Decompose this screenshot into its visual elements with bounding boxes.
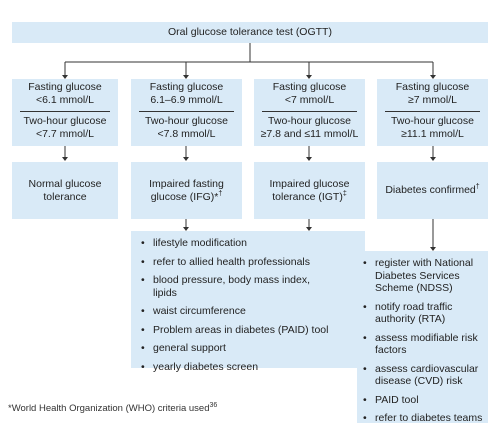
outcome-normal: Normal glucose tolerance (12, 162, 118, 219)
arrow-head (183, 227, 189, 231)
list-item: yearly diabetes screen (139, 361, 359, 374)
twohour-label: Two-hour glucose (391, 115, 474, 127)
outcome-line: tolerance (IGT)‡ (272, 190, 347, 204)
arrow-head (306, 75, 312, 79)
fasting-value: <6.1 mmol/L (35, 94, 95, 106)
twohour-label: Two-hour glucose (268, 115, 351, 127)
twohour-value: <7.8 mmol/L (157, 128, 216, 140)
outcome-line: Normal glucose (28, 177, 102, 190)
fasting-criteria: Fasting glucose 6.1–6.9 mmol/L (131, 79, 242, 109)
list-item: refer to diabetes teams (361, 412, 484, 425)
list-item: refer to allied health professionals (139, 256, 359, 269)
outcome-diabetes: Diabetes confirmed† (377, 162, 488, 219)
ogtt-title: Oral glucose tolerance test (OGTT) (168, 26, 332, 38)
list-item: lifestyle modification (139, 237, 359, 250)
list-item: Problem areas in diabetes (PAID) tool (139, 324, 359, 337)
list-item: assess cardiovascular disease (CVD) risk (361, 363, 484, 388)
arrow-head (430, 75, 436, 79)
footnote-marker: † (218, 190, 223, 197)
criteria-box-igt: Fasting glucose <7 mmol/L Two-hour gluco… (254, 79, 365, 146)
fasting-criteria: Fasting glucose <7 mmol/L (254, 79, 365, 109)
footnote-text: *World Health Organization (WHO) criteri… (8, 403, 210, 414)
list-item: general support (139, 342, 359, 355)
divider (262, 111, 357, 112)
twohour-criteria: Two-hour glucose <7.8 mmol/L (131, 113, 242, 143)
list-item: notify road traffic authority (RTA) (361, 301, 484, 326)
arrow-head (306, 227, 312, 231)
twohour-label: Two-hour glucose (23, 115, 107, 127)
outcome-line: Impaired glucose (269, 177, 350, 190)
fasting-criteria: Fasting glucose ≥7 mmol/L (377, 79, 488, 109)
fasting-value: 6.1–6.9 mmol/L (150, 94, 223, 106)
outcome-line: Diabetes confirmed† (385, 184, 479, 197)
fasting-label: Fasting glucose (272, 81, 347, 93)
criteria-box-diabetes: Fasting glucose ≥7 mmol/L Two-hour gluco… (377, 79, 488, 146)
arrow-head (183, 157, 189, 161)
fasting-value: ≥7 mmol/L (408, 94, 457, 106)
outcome-line: tolerance (43, 190, 87, 203)
ogtt-title-box: Oral glucose tolerance test (OGTT) (12, 22, 488, 43)
fasting-label: Fasting glucose (395, 81, 470, 93)
arrow-head (183, 75, 189, 79)
outcome-line: Impaired fasting (149, 177, 224, 190)
footnote-marker: † (475, 183, 480, 191)
divider (385, 111, 480, 112)
outcome-text: tolerance (IGT) (272, 190, 343, 203)
twohour-criteria: Two-hour glucose ≥11.1 mmol/L (377, 113, 488, 143)
outcome-ifg: Impaired fasting glucose (IFG)*† (131, 162, 242, 219)
divider (139, 111, 234, 112)
list-item: register with National Diabetes Services… (361, 257, 484, 295)
diabetes-action-list: register with National Diabetes Services… (357, 251, 488, 425)
fasting-value: <7 mmol/L (284, 94, 335, 106)
list-item: blood pressure, body mass index, lipids (139, 274, 328, 299)
twohour-value: ≥7.8 and ≤11 mmol/L (260, 128, 359, 140)
criteria-box-ifg: Fasting glucose 6.1–6.9 mmol/L Two-hour … (131, 79, 242, 146)
fasting-label: Fasting glucose (149, 81, 224, 93)
ifg-igt-action-list: lifestyle modification refer to allied h… (131, 231, 365, 373)
footnote-marker: ‡ (342, 190, 347, 197)
criteria-box-normal: Fasting glucose <6.1 mmol/L Two-hour glu… (12, 79, 118, 146)
footnote: *World Health Organization (WHO) criteri… (8, 401, 218, 414)
arrow-head (62, 75, 68, 79)
fasting-label: Fasting glucose (28, 81, 102, 93)
outcome-text: glucose (IFG)* (150, 190, 219, 203)
reference-number: 36 (209, 401, 218, 409)
outcome-line: glucose (IFG)*† (150, 190, 223, 204)
arrow-head (430, 247, 436, 251)
list-item: assess modifiable risk factors (361, 332, 484, 357)
fasting-criteria: Fasting glucose <6.1 mmol/L (12, 79, 118, 109)
list-item: PAID tool (361, 394, 484, 407)
arrow-head (62, 157, 68, 161)
arrow-head (430, 157, 436, 161)
twohour-label: Two-hour glucose (145, 115, 228, 127)
twohour-criteria: Two-hour glucose ≥7.8 and ≤11 mmol/L (254, 113, 365, 143)
divider (20, 111, 110, 112)
list-item: waist circumference (139, 305, 359, 318)
outcome-text: Diabetes confirmed (385, 184, 476, 196)
arrow-head (306, 157, 312, 161)
twohour-value: <7.7 mmol/L (35, 128, 95, 140)
twohour-value: ≥11.1 mmol/L (401, 128, 464, 140)
twohour-criteria: Two-hour glucose <7.7 mmol/L (12, 113, 118, 143)
outcome-igt: Impaired glucose tolerance (IGT)‡ (254, 162, 365, 219)
